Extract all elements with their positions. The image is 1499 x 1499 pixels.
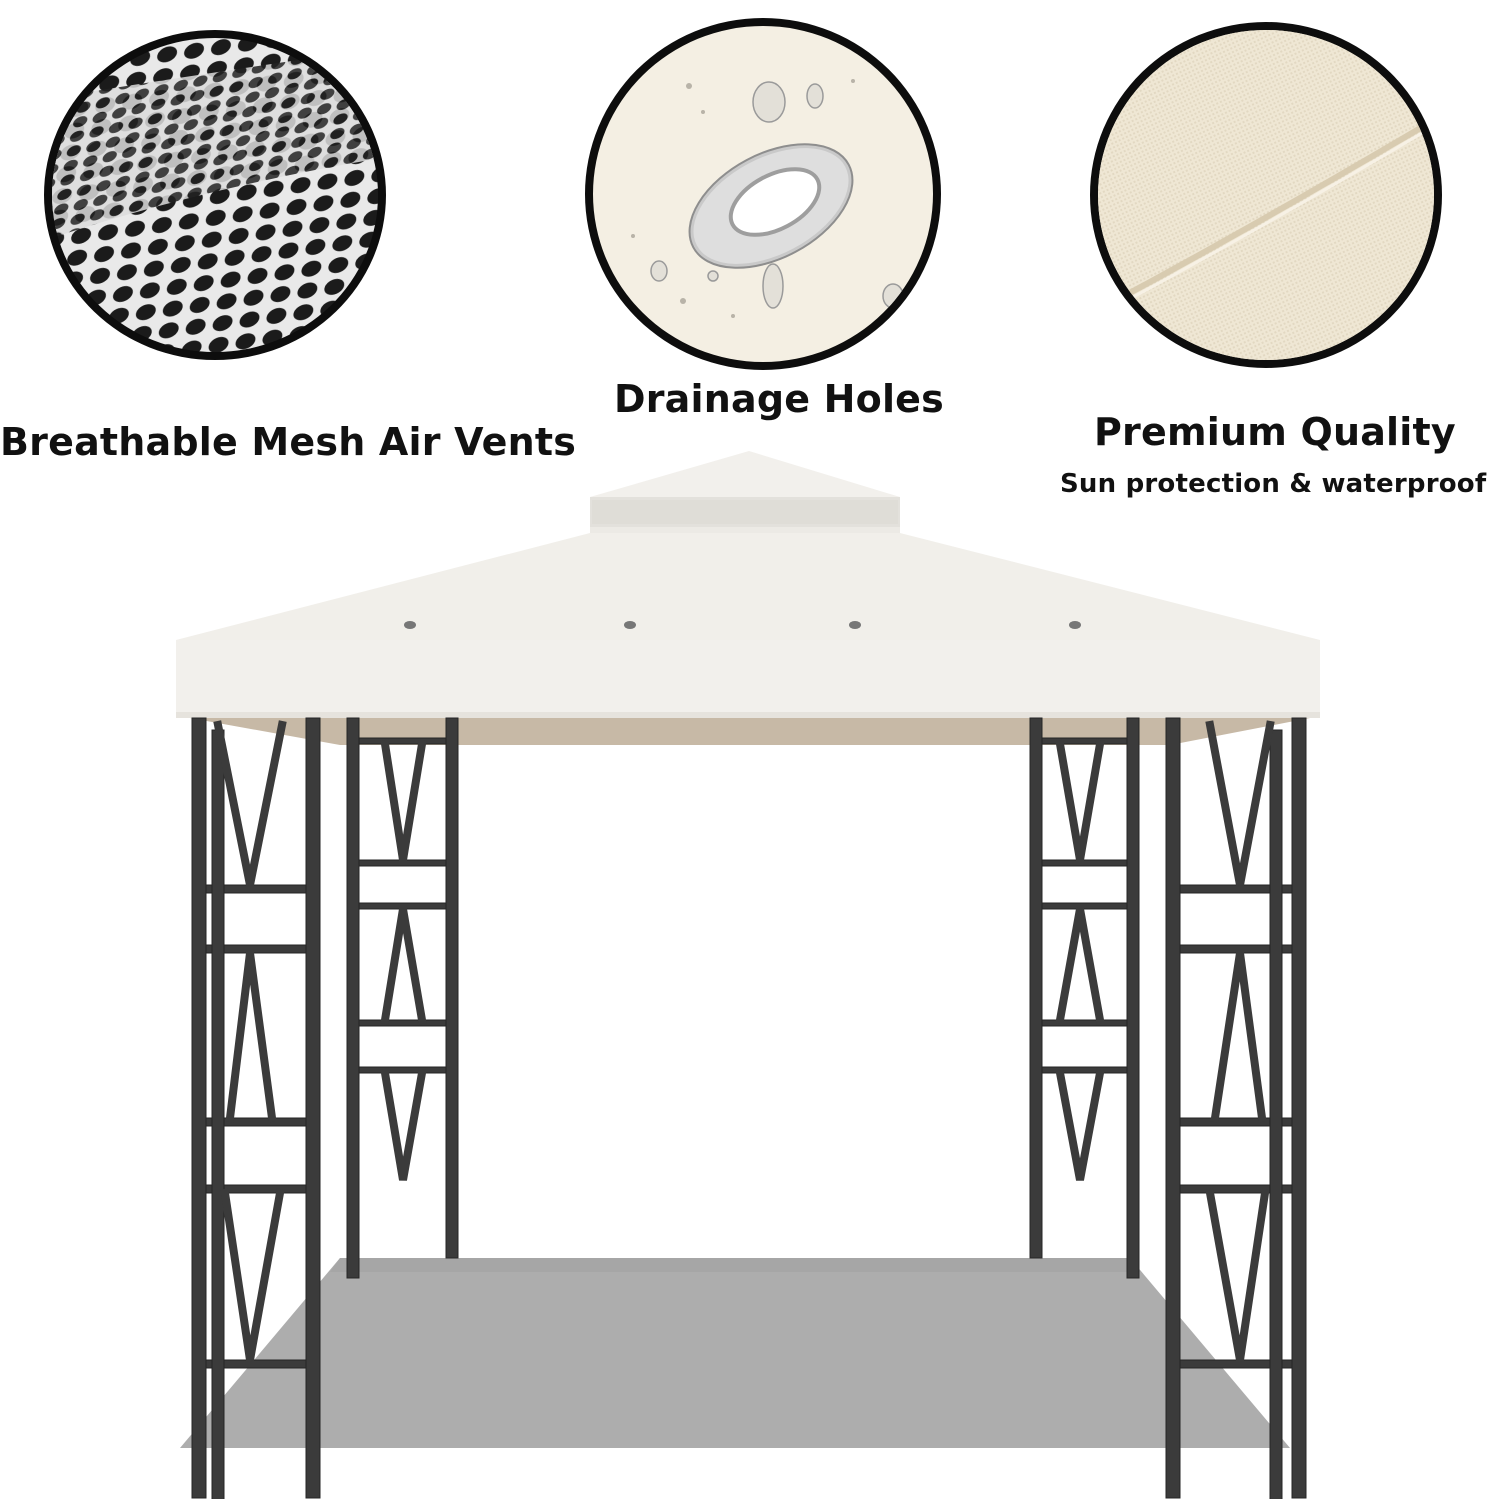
canopy-roof [176,533,1320,640]
feature-title-drainage: Drainage Holes [614,377,944,421]
mesh-detail-circle [44,30,386,360]
feature-title-mesh: Breathable Mesh Air Vents [0,420,577,464]
canopy-valance [176,640,1320,718]
drainage-detail-circle [585,18,941,370]
fabric-detail-circle [1090,22,1442,368]
frame-diagonals [213,720,1275,1361]
grommet-icon [631,79,904,318]
top-vent-roof [590,451,900,497]
feature-title-quality: Premium Quality [1094,410,1456,454]
drain-holes [404,621,1081,629]
frame [191,717,1307,1499]
fabric-weave-icon [1098,30,1434,360]
mesh-net-icon [52,38,378,352]
ground-shadow [180,1258,1290,1448]
feature-subtitle-quality: Sun protection & waterproof [1060,469,1487,499]
